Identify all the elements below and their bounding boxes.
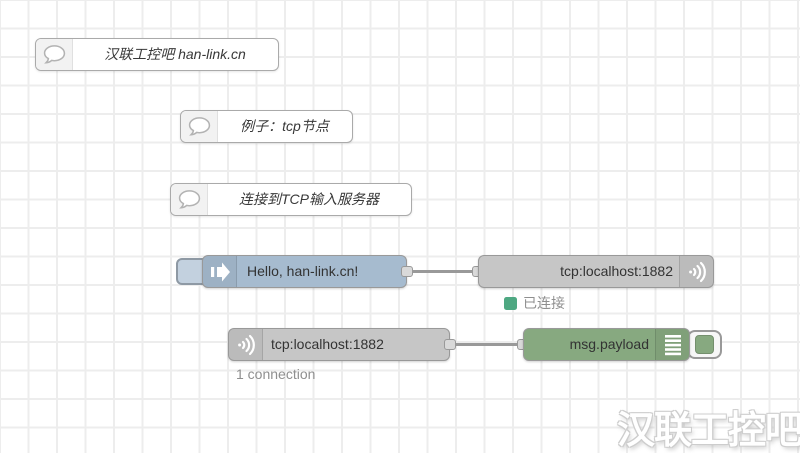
- tcp-out-node-label: tcp:localhost:1882: [560, 263, 673, 279]
- status-dot-connected: [504, 296, 517, 310]
- wire-tcpin-to-debug[interactable]: [450, 343, 524, 346]
- debug-toggle-indicator: [695, 335, 714, 354]
- tcpout-status-text: 已连接: [523, 295, 565, 311]
- inject-node[interactable]: Hello, han-link.cn!: [202, 255, 407, 288]
- debug-node[interactable]: msg.payload: [523, 328, 690, 361]
- comment-bubble-icon: [36, 39, 73, 70]
- tcp-in-node[interactable]: tcp:localhost:1882: [228, 328, 450, 361]
- tcpin-output-port[interactable]: [444, 339, 456, 350]
- inject-output-port[interactable]: [401, 266, 413, 277]
- comment-bubble-icon: [181, 111, 218, 142]
- comment-node-example[interactable]: 例子：tcp节点: [180, 110, 353, 143]
- tcp-in-node-label: tcp:localhost:1882: [271, 336, 384, 352]
- radio-waves-icon: [679, 256, 713, 287]
- watermark: 汉联工控吧: [616, 410, 800, 452]
- debug-node-label: msg.payload: [569, 336, 649, 352]
- comment-node-description[interactable]: 连接到TCP输入服务器: [170, 183, 412, 216]
- debug-list-icon: [655, 329, 689, 360]
- comment-label: 连接到TCP输入服务器: [239, 191, 379, 207]
- tcpout-status: 已连接: [504, 293, 565, 313]
- debug-toggle-button[interactable]: [687, 330, 722, 359]
- comment-label: 例子：tcp节点: [240, 118, 329, 134]
- tcpin-status: 1 connection: [236, 366, 315, 382]
- comment-label: 汉联工控吧 han-link.cn: [104, 46, 246, 62]
- comment-bubble-icon: [171, 184, 208, 215]
- comment-node-brand[interactable]: 汉联工控吧 han-link.cn: [35, 38, 279, 71]
- wire-inject-to-tcpout[interactable]: [407, 270, 479, 273]
- tcp-out-node[interactable]: tcp:localhost:1882: [478, 255, 714, 288]
- inject-node-label: Hello, han-link.cn!: [247, 263, 359, 279]
- inject-arrow-icon: [203, 256, 237, 287]
- tcpin-status-text: 1 connection: [236, 366, 316, 382]
- radio-waves-icon: [229, 329, 263, 360]
